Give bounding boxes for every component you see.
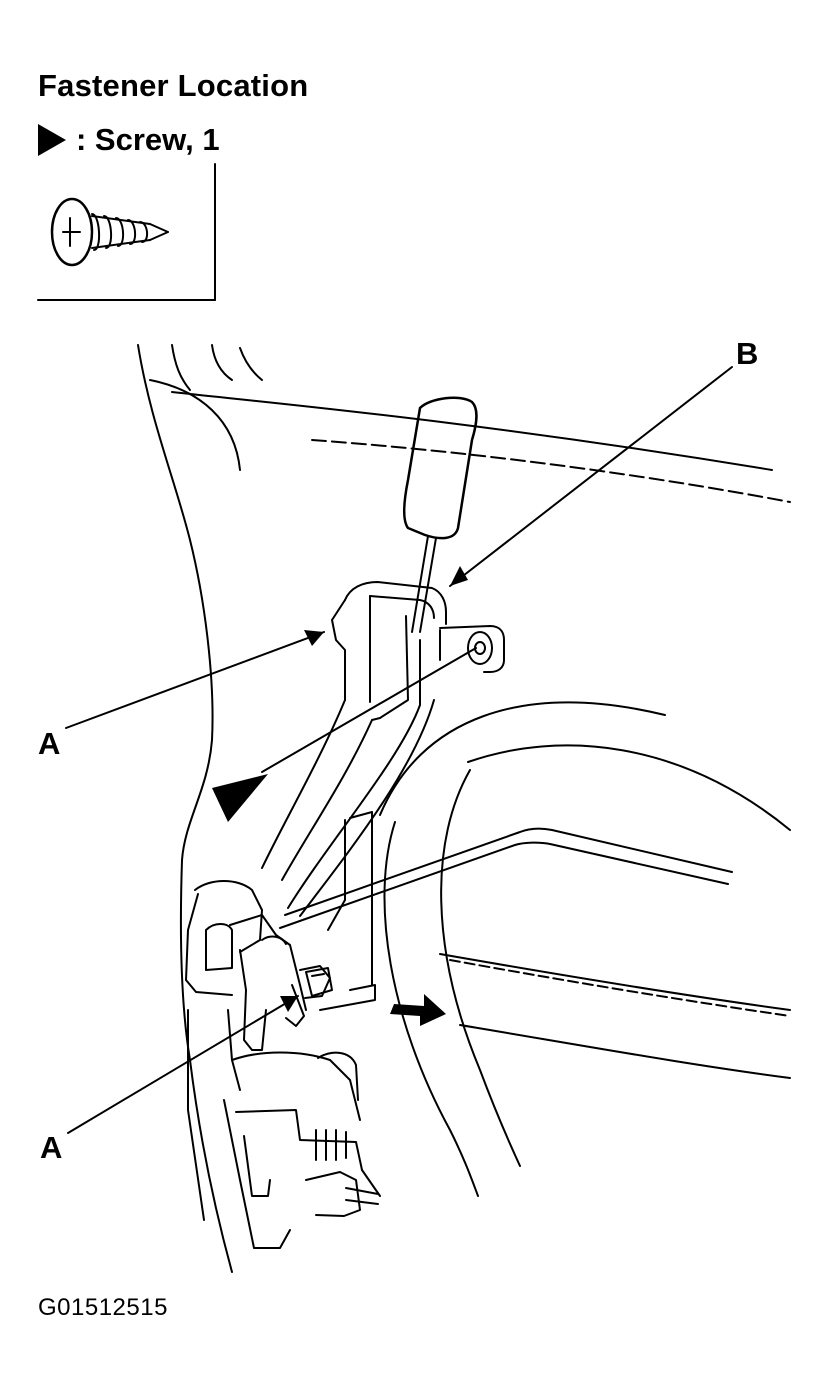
wheel-arch xyxy=(379,701,791,1197)
rod-clip xyxy=(305,967,333,997)
triangle-pointer-icon xyxy=(38,124,66,156)
arrowhead-b xyxy=(450,566,468,586)
release-cable xyxy=(279,827,733,929)
screw-location-marker-icon xyxy=(212,774,268,822)
latch-assembly xyxy=(185,880,381,1249)
handle-screw-boss xyxy=(439,625,505,673)
arrow-right-icon xyxy=(390,994,446,1026)
callout-label-a-lower: A xyxy=(40,1130,63,1165)
phillips-screw-icon xyxy=(50,197,169,267)
legend-label: : Screw, 1 xyxy=(76,122,220,157)
callout-label-b: B xyxy=(736,336,759,371)
figure-code: G01512515 xyxy=(38,1294,168,1321)
door-trim-lines xyxy=(439,953,791,1079)
outside-handle xyxy=(403,396,478,633)
callout-label-a-upper: A xyxy=(38,726,61,761)
leader-line-b xyxy=(449,366,733,587)
leader-line-a-upper xyxy=(65,631,325,729)
page-title: Fastener Location xyxy=(38,68,309,103)
arrowhead-a-upper xyxy=(304,630,324,646)
rod-bracket xyxy=(331,581,447,721)
latch-rods xyxy=(261,699,435,1011)
door-panel-outline xyxy=(137,344,791,1273)
arrowhead-a-lower xyxy=(280,996,298,1012)
fastener-legend: : Screw, 1 xyxy=(38,120,220,160)
leader-line-screw xyxy=(261,647,477,773)
leader-line-a-lower xyxy=(67,995,299,1134)
